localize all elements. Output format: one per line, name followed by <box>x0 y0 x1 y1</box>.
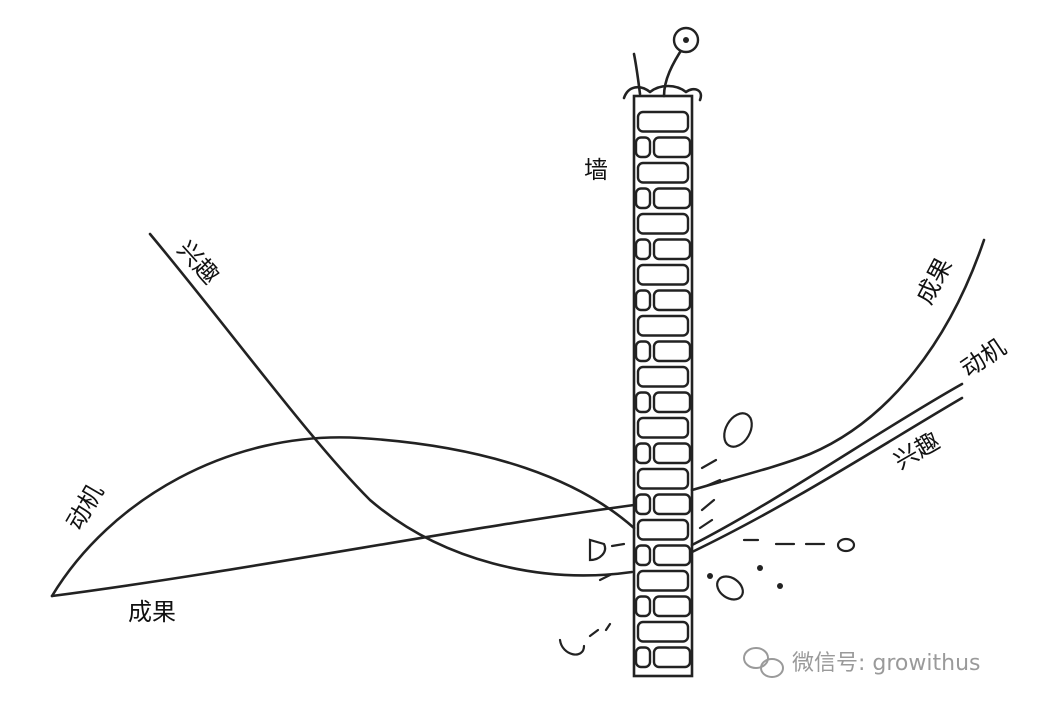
wall-brick <box>654 393 690 413</box>
wall-label: 墙 <box>584 156 608 184</box>
wall-brick <box>638 367 688 387</box>
debris-stone-1 <box>719 408 758 451</box>
wall-brick <box>638 469 688 489</box>
debris-stone-3 <box>560 624 610 655</box>
flower-center <box>683 37 689 43</box>
wall-brick <box>638 265 688 285</box>
interest-left-label: 兴趣 <box>172 235 225 289</box>
debris-stone-2 <box>590 540 605 560</box>
debris-stone-5 <box>713 572 747 604</box>
wall-brick <box>654 546 690 566</box>
wechat-icon <box>744 648 783 677</box>
wall-brick <box>636 444 650 464</box>
interest-curve-left <box>150 234 632 575</box>
wall-brick <box>636 648 650 668</box>
motivation-left-label: 动机 <box>61 479 109 535</box>
wall-debris <box>560 408 854 654</box>
wall-brick <box>636 393 650 413</box>
wall-brick <box>636 495 650 515</box>
wall <box>624 86 701 676</box>
result-curve-left <box>52 505 634 596</box>
wall-brick <box>638 316 688 336</box>
debris-dashes-right <box>744 540 824 544</box>
watermark: 微信号: growithus <box>744 648 980 677</box>
wall-brick <box>636 546 650 566</box>
debris-dot-1 <box>757 565 763 571</box>
wall-brick <box>636 597 650 617</box>
wall-brick <box>636 138 650 158</box>
wall-brick <box>636 189 650 209</box>
wall-brick <box>654 597 690 617</box>
result-right-label: 成果 <box>911 253 958 309</box>
wall-brick <box>638 418 688 438</box>
debris-stone-4 <box>838 539 854 551</box>
debris-lines-upper <box>700 460 720 528</box>
wall-brick <box>654 189 690 209</box>
wall-brick <box>654 291 690 311</box>
wall-brick <box>654 342 690 362</box>
flower-icon <box>634 28 698 96</box>
result-left-label: 成果 <box>128 598 176 626</box>
wall-brick <box>636 240 650 260</box>
wall-brick <box>654 495 690 515</box>
interest-curve-right <box>692 398 962 552</box>
wall-brick <box>638 214 688 234</box>
debris-dot-2 <box>777 583 783 589</box>
wall-brick <box>638 520 688 540</box>
wall-brick <box>654 444 690 464</box>
wall-brick <box>638 112 688 132</box>
wall-brick <box>654 138 690 158</box>
interest-right-label: 兴趣 <box>889 427 945 475</box>
wall-brick <box>638 622 688 642</box>
motivation-right-label: 动机 <box>956 333 1011 383</box>
wall-brick <box>638 163 688 183</box>
wall-brick <box>636 291 650 311</box>
debris-dot-3 <box>707 573 713 579</box>
wall-brick <box>636 342 650 362</box>
wall-brick <box>638 571 688 591</box>
wall-brick <box>654 648 690 668</box>
wall-brick <box>654 240 690 260</box>
watermark-text: 微信号: growithus <box>792 651 980 676</box>
